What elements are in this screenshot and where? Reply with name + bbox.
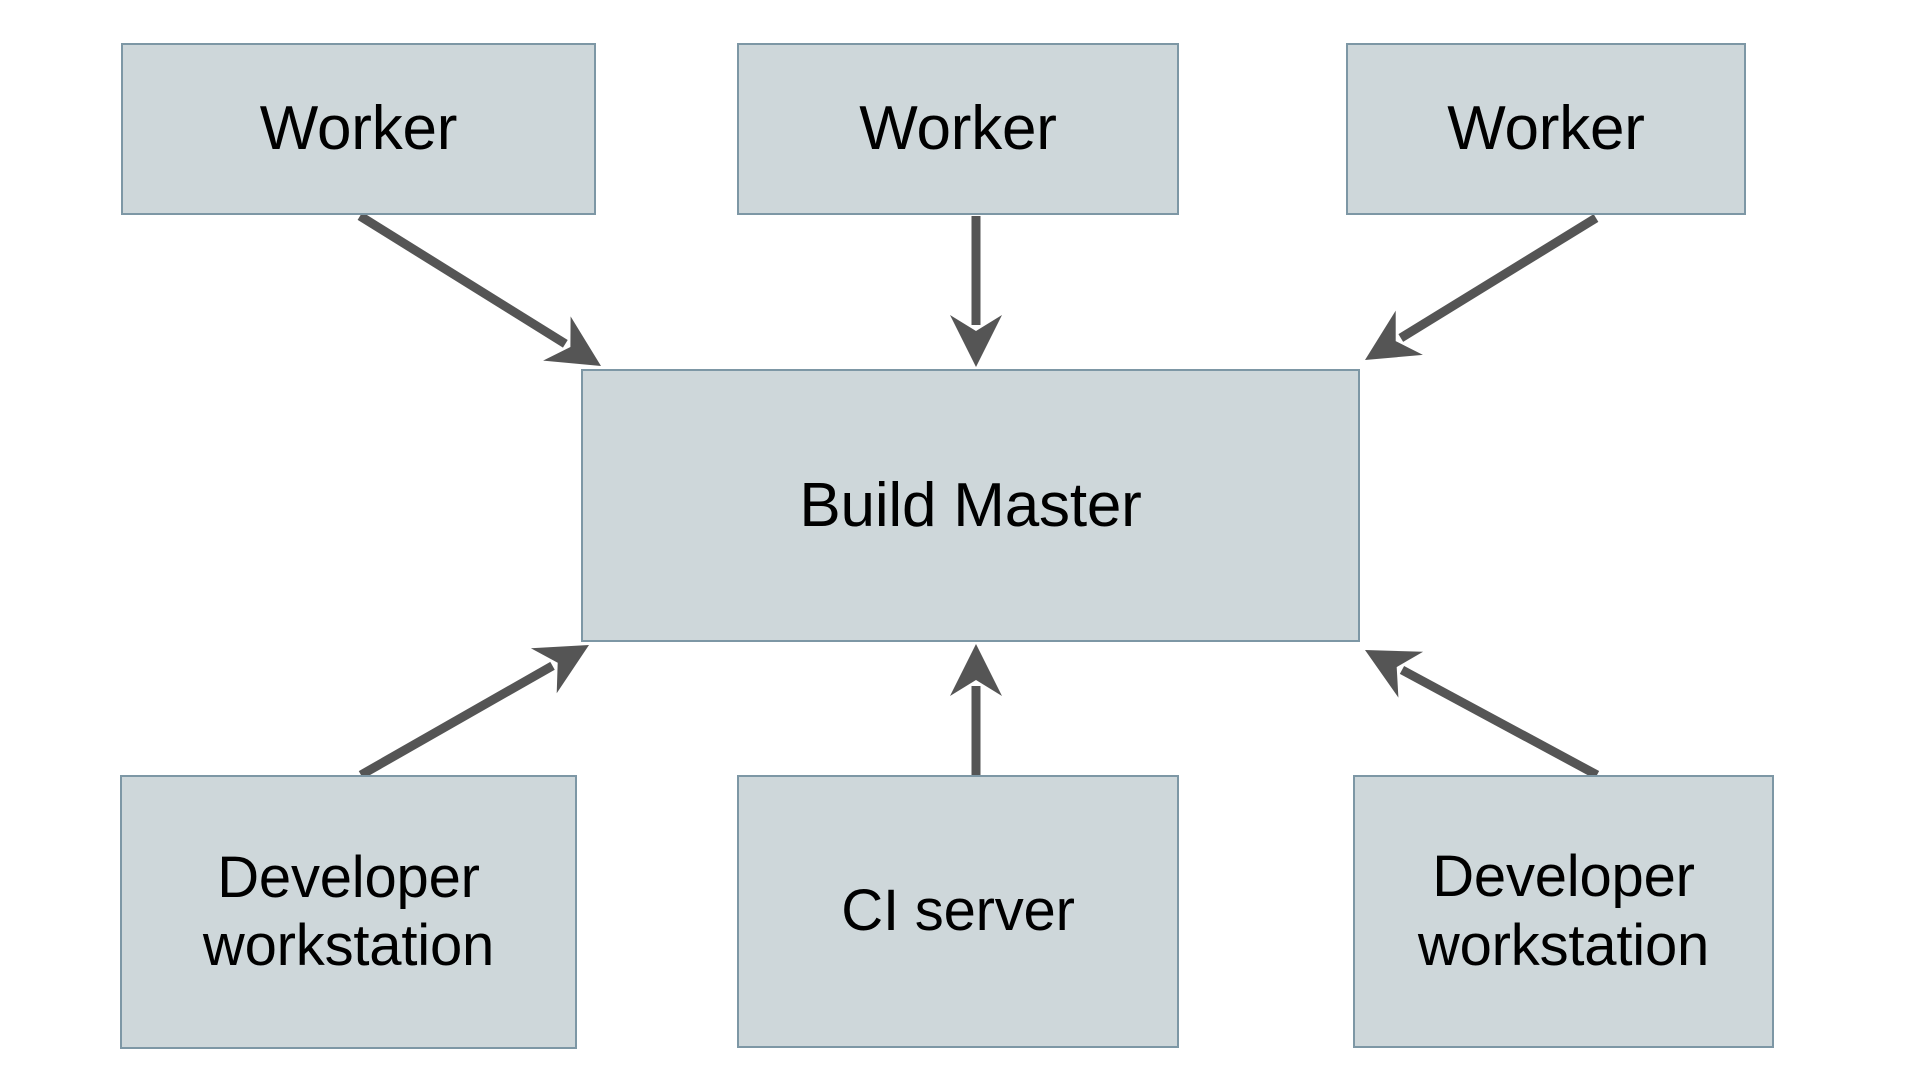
node-label-worker-right: Worker <box>1447 94 1645 164</box>
node-worker-right[interactable]: Worker <box>1346 43 1746 215</box>
edge-devws-right-to-master <box>1365 650 1600 779</box>
edge-worker-right-to-master <box>1365 214 1599 360</box>
edge-devws-left-to-master-shaft <box>358 661 555 779</box>
edge-worker-right-to-master-shaft <box>1398 214 1599 342</box>
node-label-ci-server: CI server <box>841 878 1075 944</box>
node-worker-left[interactable]: Worker <box>121 43 596 215</box>
node-label-build-master: Build Master <box>799 470 1142 540</box>
node-label-dev-workstation-left: Developer workstation <box>202 844 495 978</box>
edge-ci-server-to-master <box>950 644 1002 775</box>
edge-worker-left-to-master <box>357 212 601 366</box>
edge-worker-left-to-master-head <box>543 316 601 366</box>
node-ci-server[interactable]: CI server <box>737 775 1179 1048</box>
edge-devws-left-to-master <box>358 645 589 779</box>
edge-devws-left-to-master-head <box>530 645 589 694</box>
edge-worker-center-to-master <box>950 216 1002 367</box>
node-worker-center[interactable]: Worker <box>737 43 1179 215</box>
node-label-dev-workstation-right: Developer workstation <box>1417 844 1710 978</box>
edge-devws-right-to-master-head <box>1365 650 1424 698</box>
node-build-master[interactable]: Build Master <box>581 369 1360 642</box>
edge-worker-left-to-master-shaft <box>357 212 568 348</box>
edge-worker-right-to-master-head <box>1365 310 1423 360</box>
edge-worker-center-to-master-head <box>950 315 1002 367</box>
edge-devws-right-to-master-shaft <box>1399 665 1600 779</box>
node-dev-workstation-right[interactable]: Developer workstation <box>1353 775 1774 1048</box>
edge-ci-server-to-master-head <box>950 644 1002 696</box>
node-label-worker-center: Worker <box>859 94 1057 164</box>
node-label-worker-left: Worker <box>259 94 458 164</box>
node-dev-workstation-left[interactable]: Developer workstation <box>120 775 577 1049</box>
